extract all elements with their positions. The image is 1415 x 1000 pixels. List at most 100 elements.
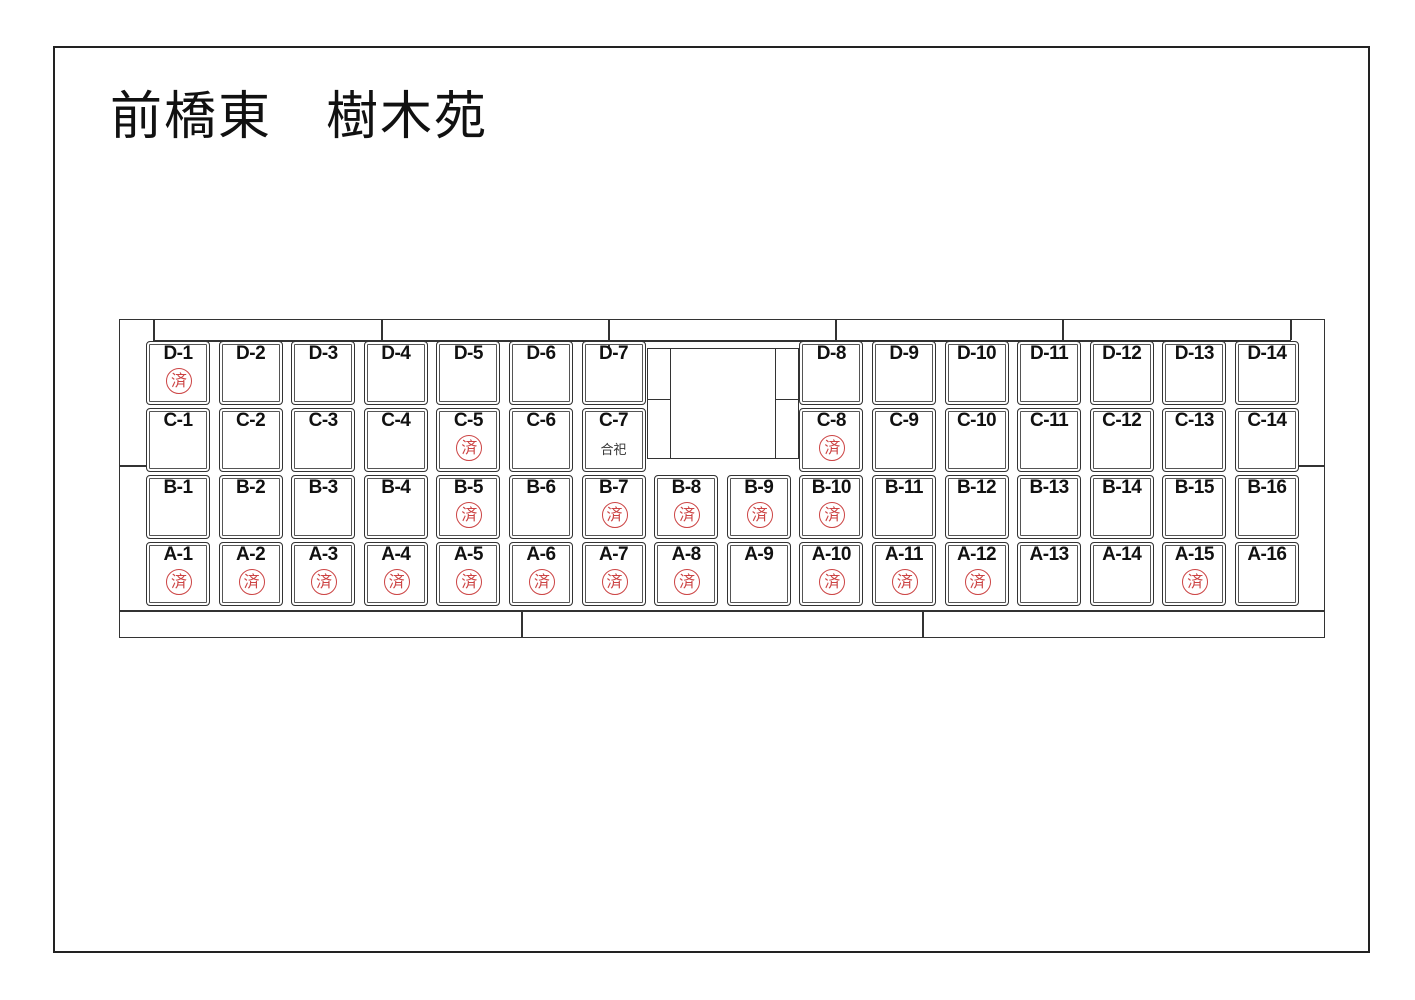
plot-c-14[interactable]: C-14 [1234,408,1299,472]
sumi-stamp-icon: 済 [674,502,701,528]
plot-d-2[interactable]: D-2 [218,341,283,405]
plot-c-2[interactable]: C-2 [218,408,283,472]
plot-b-8[interactable]: B-8 済 [654,475,719,539]
plot-b-4[interactable]: B-4 [363,475,428,539]
plot-label: B-2 [236,477,266,498]
plot-d-1[interactable]: D-1 済 [146,341,210,405]
plot-label: B-4 [381,477,411,498]
plot-label: A-16 [1247,544,1287,565]
plot-d-10[interactable]: D-10 [944,341,1009,405]
plot-c-3[interactable]: C-3 [291,408,356,472]
plot-b-13[interactable]: B-13 [1017,475,1082,539]
plot-label: B-1 [163,477,193,498]
divider [835,320,837,340]
plot-label: A-7 [599,544,629,565]
plot-c-4[interactable]: C-4 [363,408,428,472]
plot-c-10[interactable]: C-10 [944,408,1009,472]
plot-d-3[interactable]: D-3 [291,341,356,405]
plot-c-13[interactable]: C-13 [1162,408,1227,472]
plot-d-7[interactable]: D-7 [581,341,646,405]
plot-label: D-1 [163,343,193,364]
plot-c-11[interactable]: C-11 [1017,408,1082,472]
row-gap [727,341,791,405]
plot-note: 合祀 [600,443,627,458]
sumi-stamp-icon: 済 [528,569,555,595]
plot-a-6[interactable]: A-6 済 [508,542,573,606]
plot-d-13[interactable]: D-13 [1162,341,1227,405]
plot-c-12[interactable]: C-12 [1089,408,1154,472]
divider [153,320,155,340]
sumi-stamp-icon: 済 [891,569,918,595]
plot-label: A-4 [381,544,411,565]
plot-a-14[interactable]: A-14 [1089,542,1154,606]
plot-label: D-2 [236,343,266,364]
plot-a-11[interactable]: A-11 済 [871,542,936,606]
plot-d-14[interactable]: D-14 [1234,341,1299,405]
plot-b-16[interactable]: B-16 [1234,475,1299,539]
plot-b-12[interactable]: B-12 [944,475,1009,539]
plot-b-3[interactable]: B-3 [291,475,356,539]
plot-label: A-8 [671,544,702,565]
plot-d-11[interactable]: D-11 [1017,341,1082,405]
plot-d-9[interactable]: D-9 [871,341,936,405]
plot-label: A-15 [1174,544,1215,565]
plot-label: C-10 [956,410,997,431]
center-wall-left-bottom [647,399,671,459]
sumi-stamp-icon: 済 [746,502,773,528]
plot-d-4[interactable]: D-4 [363,341,428,405]
plot-label: C-6 [526,410,556,431]
plot-d-8[interactable]: D-8 [799,341,864,405]
plot-label: D-7 [599,343,629,364]
side-line-left [120,465,147,467]
row-gap [727,408,791,472]
plot-b-6[interactable]: B-6 [508,475,573,539]
row-gap [654,341,718,405]
plot-d-12[interactable]: D-12 [1089,341,1154,405]
plot-b-2[interactable]: B-2 [218,475,283,539]
plot-label: C-9 [889,410,919,431]
plot-label: C-13 [1174,410,1215,431]
plot-label: D-12 [1102,343,1142,364]
plot-c-7[interactable]: C-7 合祀 [581,408,646,472]
plot-c-6[interactable]: C-6 [508,408,573,472]
plot-a-15[interactable]: A-15 済 [1162,542,1227,606]
plot-a-13[interactable]: A-13 [1017,542,1082,606]
plot-c-1[interactable]: C-1 [146,408,210,472]
plot-label: D-8 [816,343,847,364]
plot-c-9[interactable]: C-9 [871,408,936,472]
plot-label: A-12 [956,544,997,565]
plot-d-6[interactable]: D-6 [508,341,573,405]
plot-b-14[interactable]: B-14 [1089,475,1154,539]
plot-label: B-8 [671,477,702,498]
sumi-stamp-icon: 済 [1182,569,1209,595]
sumi-stamp-icon: 済 [166,368,192,394]
plot-a-16[interactable]: A-16 [1234,542,1299,606]
plot-a-9[interactable]: A-9 [726,542,791,606]
plot-b-15[interactable]: B-15 [1162,475,1227,539]
plot-label: C-7 [599,410,629,431]
plot-label: D-13 [1174,343,1215,364]
plot-label: B-11 [884,477,924,498]
plot-label: A-11 [884,544,924,565]
plot-d-5[interactable]: D-5 [436,341,501,405]
bottom-strip-line [120,610,1324,612]
plot-b-1[interactable]: B-1 [146,475,210,539]
plot-b-11[interactable]: B-11 [871,475,936,539]
plot-label: A-6 [526,544,556,565]
